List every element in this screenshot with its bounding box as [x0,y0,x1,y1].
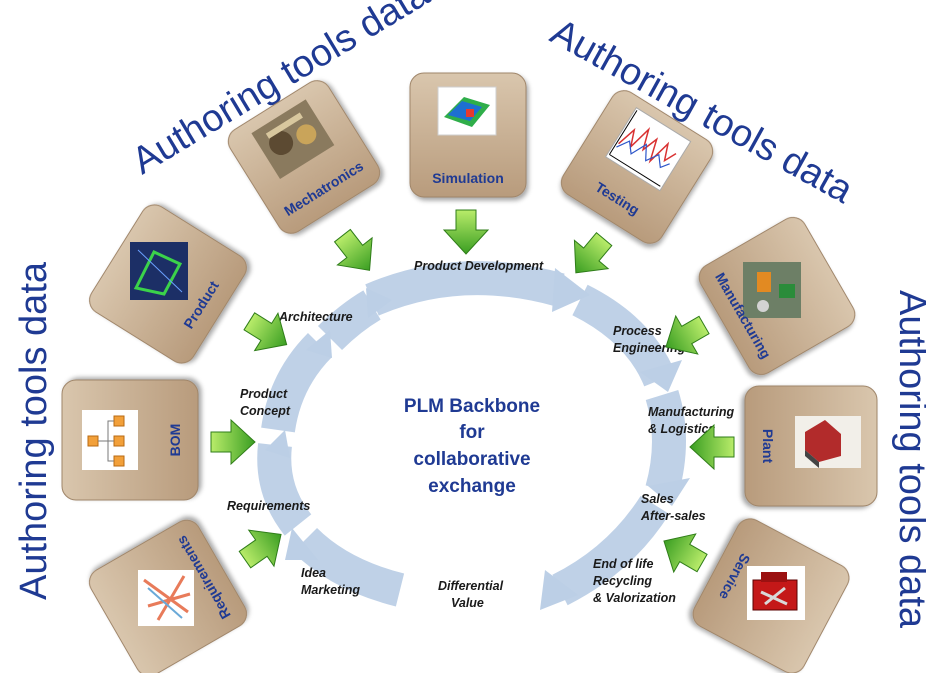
stage-end-of-life-1: End of life [593,557,653,571]
stage-differential-value-2: Value [451,596,484,610]
stage-sales-aftersales-2: After-sales [640,509,706,523]
bom-image [82,410,138,470]
stage-idea-marketing-1: Idea [301,566,326,580]
cycle-segment-bottom [292,527,405,607]
stage-manufacturing-logistics-1: Manufacturing [648,405,734,419]
arrow-simulation [443,209,489,255]
stage-differential-value-1: Differential [438,579,504,593]
stage-requirements: Requirements [227,499,310,513]
tool-testing: Testing [560,90,714,244]
tool-simulation-label: Simulation [432,170,504,186]
tool-simulation: Simulation [409,72,527,198]
tool-bom-label: BOM [167,424,183,457]
tool-service: Service [692,518,850,673]
arrow-service [652,521,714,583]
cycle-segment-top [365,261,565,316]
mechatronics-image [251,99,335,180]
service-image [747,566,805,620]
testing-image [604,106,692,192]
arrow-bom [210,419,256,465]
center-line-3: collaborative [413,449,530,470]
cycle-segment-left-low [257,443,312,536]
arrow-mechatronics [324,221,388,285]
stage-product-development: Product Development [414,259,544,273]
simulation-image [437,86,497,136]
stage-product-concept-2: Concept [240,404,291,418]
stage-manufacturing-logistics-2: & Logistics [648,422,715,436]
stage-sales-aftersales-1: Sales [641,492,674,506]
center-line-4: exchange [428,476,516,497]
heading-left: Authoring tools data [13,261,55,600]
tool-plant: Plant [744,385,878,507]
cycle-segment-right [645,389,686,495]
stage-end-of-life-3: & Valorization [593,591,676,605]
center-line-1: PLM Backbone [404,396,540,417]
product-image [130,242,188,300]
tool-requirements: Requirements [88,519,248,673]
cycle-arrowheads [265,268,690,610]
stage-idea-marketing-2: Marketing [301,583,360,597]
center-line-2: for [459,422,485,443]
heading-right: Authoring tools data [891,290,926,629]
cycle-segment-bottom-right [552,495,670,606]
stage-architecture: Architecture [278,310,353,324]
tool-plant-label: Plant [760,429,776,464]
arrow-testing [558,224,622,288]
stage-end-of-life-2: Recycling [593,574,652,588]
stage-process-engineering-1: Process [613,324,662,338]
tool-manufacturing: Manufacturing [698,216,856,376]
center-label: PLM Backbone for collaborative exchange [404,396,540,497]
manufacturing-image [743,262,801,318]
cycle-segment-top-right [572,284,676,387]
tool-mechatronics: Mechatronics [227,80,381,234]
stage-product-concept-1: Product [240,387,288,401]
requirements-image [138,570,194,626]
tool-product: Product [89,204,247,364]
plant-image [795,416,861,468]
tool-bom: BOM [61,379,199,501]
stage-labels: Product Development Architecture Product… [227,259,734,610]
